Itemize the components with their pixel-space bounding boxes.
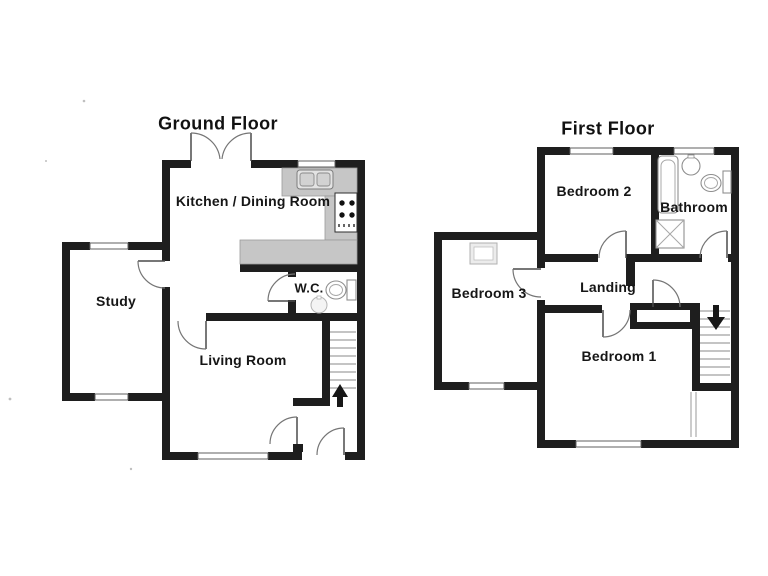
window [468,382,505,390]
up-arrow-icon [332,384,348,407]
shower-tray [655,219,685,249]
room-label-kitchen: Kitchen / Dining Room [175,193,331,209]
stairs-door [652,279,681,308]
hall-door [269,416,298,445]
ground-floor-windows [89,160,336,460]
window [569,147,614,155]
room-label-bathroom: Bathroom [660,199,728,215]
bedroom1-door [602,309,631,338]
bedroom2-door [598,230,627,259]
window [94,393,129,401]
first-floor-windows [468,147,715,448]
bathroom-basin [681,154,701,176]
room-label-bedroom2: Bedroom 2 [556,183,632,199]
ground-floor-plan [62,132,365,460]
hob [334,192,358,233]
first-floor-walls [434,147,739,448]
french-doors [190,132,252,161]
window [89,242,129,250]
scan-specks [8,99,133,471]
first-floor-title: First Floor [561,118,655,139]
living-room-door [177,320,207,350]
window [575,440,642,448]
bathtub [657,155,679,214]
roof-window [469,242,498,265]
first-floor-plan [434,147,739,448]
room-label-bedroom3: Bedroom 3 [451,285,527,301]
room-label-wc: W.C. [294,280,324,296]
down-arrow-icon [707,305,725,330]
ground-floor-title: Ground Floor [158,113,278,134]
room-label-landing: Landing [580,279,636,295]
wc-basin [310,295,328,314]
study-door [137,260,166,289]
wc-toilet [325,279,357,301]
staircase-down [700,305,730,376]
window [197,452,269,460]
bathroom-toilet [700,170,732,194]
room-label-living-room: Living Room [199,352,287,368]
kitchen-sink [296,169,334,190]
bathroom-door [699,230,728,259]
ground-floor-walls [62,160,365,460]
front-door [316,427,345,456]
room-label-study: Study [96,293,136,309]
staircase-up [330,331,356,407]
wc-door [267,273,296,302]
window [297,160,336,168]
radiator [690,392,697,437]
airing-cupboard [630,303,697,329]
window [673,147,715,155]
room-label-bedroom1: Bedroom 1 [581,348,657,364]
bedroom3-door [512,268,542,298]
